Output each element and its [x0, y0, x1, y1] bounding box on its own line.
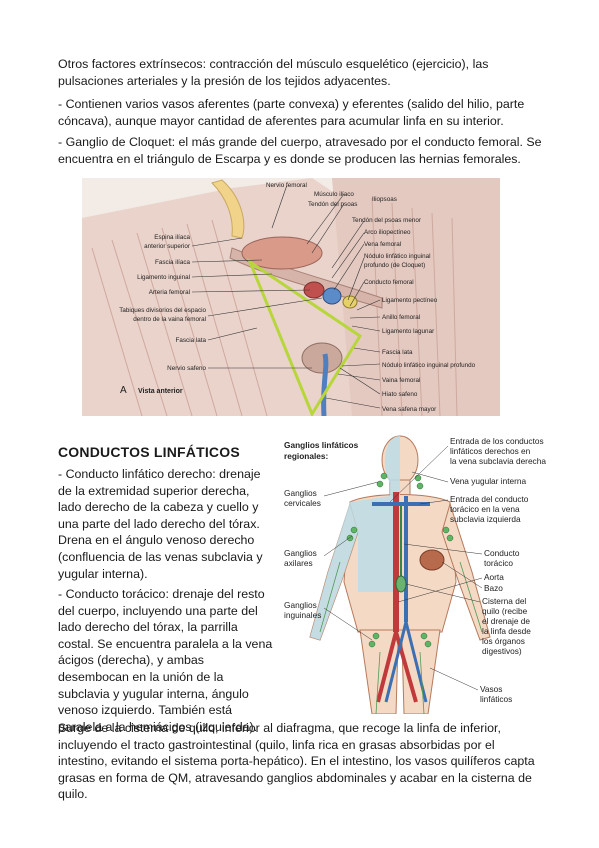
- caption-vista-anterior: Vista anterior: [138, 388, 183, 395]
- label-cisterna-2: quilo (recibe: [482, 606, 528, 616]
- label-vasos-linfaticos-2: linfáticos: [480, 694, 512, 704]
- label-tendon-psoas: Tendón del psoas: [308, 201, 357, 208]
- label-vaina-femoral: Vaina femoral: [382, 377, 420, 384]
- paragraph-thoracic-duct: - Conducto torácico: drenaje del resto d…: [58, 587, 273, 734]
- label-fascia-lata-left: Fascia lata: [176, 337, 207, 344]
- paragraph-extrinsic-factors: Otros factores extrínsecos: contracción …: [58, 57, 489, 88]
- label-cisterna-4: la linfa desde: [482, 626, 531, 636]
- label-aorta: Aorta: [484, 572, 504, 582]
- label-ganglios-axilares-1: Ganglios: [284, 548, 317, 558]
- label-nervio-safeno: Nervio safeno: [167, 365, 206, 372]
- label-tendon-psoas-menor: Tendón del psoas menor: [352, 217, 421, 224]
- label-cisterna-3: el drenaje de: [482, 616, 530, 626]
- label-arco-iliopectineo: Arco iliopectíneo: [364, 229, 411, 236]
- label-cisterna-1: Cisterna del: [482, 596, 526, 606]
- section-title: CONDUCTOS LINFÁTICOS: [58, 444, 240, 460]
- femoral-triangle-illustration: Nervio femoral Músculo ilíaco Tendón del…: [82, 178, 500, 416]
- label-vaina-espacio: dentro de la vaina femoral: [133, 316, 206, 323]
- label-ligamento-inguinal: Ligamento inguinal: [137, 274, 190, 281]
- caption-letter: A: [120, 385, 127, 396]
- label-fascia-lata-right: Fascia lata: [382, 349, 413, 356]
- label-nodulo-inguinal-profundo: Nódulo linfático inguinal profundo: [382, 362, 476, 369]
- label-entrada-derechos-3: la vena subclavia derecha: [450, 456, 546, 466]
- label-entrada-toracico-3: subclavia izquierda: [450, 514, 521, 524]
- label-cisterna-6: digestivos): [482, 646, 522, 656]
- label-iliopsoas: Iliopsoas: [372, 196, 397, 203]
- label-nervio-femoral: Nervio femoral: [266, 182, 307, 189]
- label-musculo-iliaco: Músculo ilíaco: [314, 191, 354, 198]
- paragraph-right-lymphatic-duct: - Conducto linfático derecho: drenaje de…: [58, 467, 263, 581]
- label-vena-yugular: Vena yugular interna: [450, 476, 526, 486]
- fig2-title-line2: regionales:: [284, 451, 328, 461]
- label-conducto-femoral: Conducto femoral: [364, 279, 414, 286]
- label-ligamento-pectineo: Ligamento pectíneo: [382, 297, 438, 304]
- label-ganglios-inguinales-1: Ganglios: [284, 600, 317, 610]
- paragraph-cisterna-quilo: Surge de la cisterna de quilo, inferior …: [58, 721, 535, 802]
- label-cisterna-5: los órganos: [482, 636, 525, 646]
- lymphatic-system-illustration: Ganglios linfáticos regionales: Ganglios…: [284, 435, 546, 714]
- paragraph-afferent-vessels: - Contienen varios vasos aferentes (part…: [58, 97, 525, 128]
- label-arteria-femoral: Arteria femoral: [149, 289, 190, 296]
- label-anillo-femoral: Anillo femoral: [382, 314, 420, 321]
- label-entrada-derechos-1: Entrada de los conductos: [450, 436, 544, 446]
- label-entrada-toracico-1: Entrada del conducto: [450, 494, 529, 504]
- label-entrada-derechos-2: linfáticos derechos en: [450, 446, 531, 456]
- label-fascia-iliaca: Fascia ilíaca: [155, 259, 190, 266]
- label-ganglios-inguinales-2: inguinales: [284, 610, 321, 620]
- label-vena-safena-mayor: Vena safena mayor: [382, 406, 436, 413]
- label-entrada-toracico-2: torácico en la vena: [450, 504, 520, 514]
- label-conducto-toracico-2: torácico: [484, 558, 513, 568]
- label-espina-iliaca: Espina ilíaca: [154, 234, 190, 241]
- paragraph-cloquet-node: - Ganglio de Cloquet: el más grande del …: [58, 135, 542, 166]
- label-tabiques: Tabiques divisorios del espacio: [119, 307, 206, 314]
- label-vena-femoral: Vena femoral: [364, 241, 401, 248]
- label-nodulo-linfatico: Nódulo linfático inguinal: [364, 253, 431, 260]
- label-hiato-safeno: Hiato safeno: [382, 391, 418, 398]
- label-ligamento-lagunar: Ligamento lagunar: [382, 328, 434, 335]
- label-conducto-toracico-1: Conducto: [484, 548, 520, 558]
- label-ganglios-cervicales-1: Ganglios: [284, 488, 317, 498]
- label-cloquet: profundo (de Cloquet): [364, 262, 425, 269]
- label-anterior-superior: anterior superior: [144, 243, 190, 250]
- label-vasos-linfaticos-1: Vasos: [480, 684, 502, 694]
- label-ganglios-axilares-2: axilares: [284, 558, 313, 568]
- label-ganglios-cervicales-2: cervicales: [284, 498, 321, 508]
- fig2-title-line1: Ganglios linfáticos: [284, 440, 359, 450]
- label-bazo: Bazo: [484, 583, 503, 593]
